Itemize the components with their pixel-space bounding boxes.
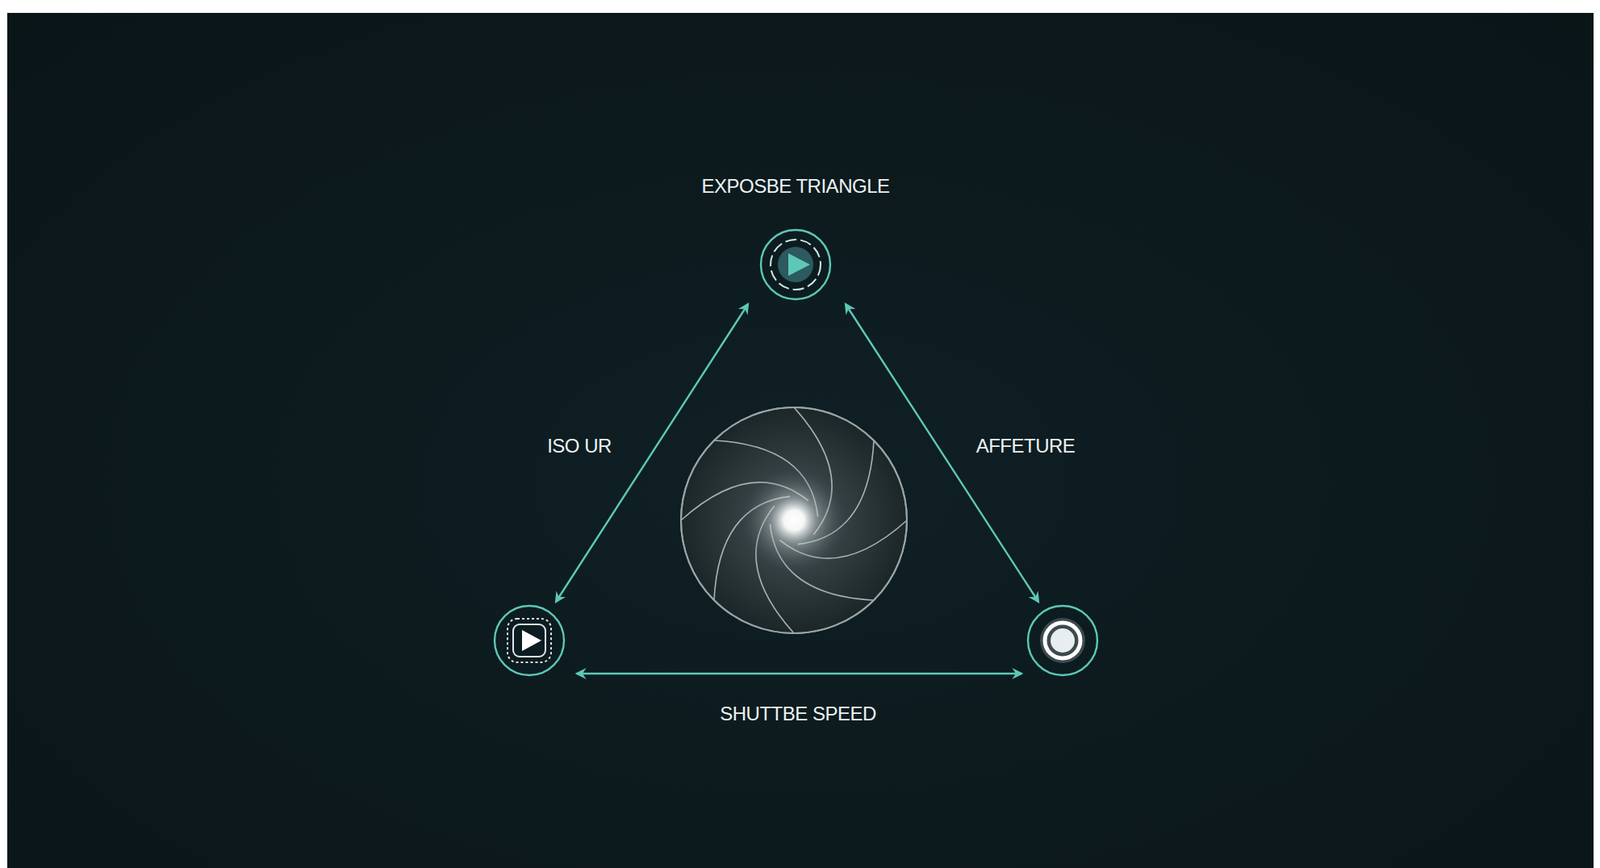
left-icon	[494, 605, 564, 676]
diagram-title: EXPOSBE TRIANGLE	[701, 175, 890, 198]
top-icon	[760, 229, 831, 300]
triangle-arrows	[555, 304, 1039, 674]
iso-label: ISO UR	[547, 434, 612, 458]
aperture-label: AFFETURE	[976, 434, 1076, 458]
shutter-speed-label: SHUTTBE SPEED	[719, 702, 877, 726]
aperture-symbol	[680, 407, 907, 634]
right-icon	[1027, 605, 1098, 676]
